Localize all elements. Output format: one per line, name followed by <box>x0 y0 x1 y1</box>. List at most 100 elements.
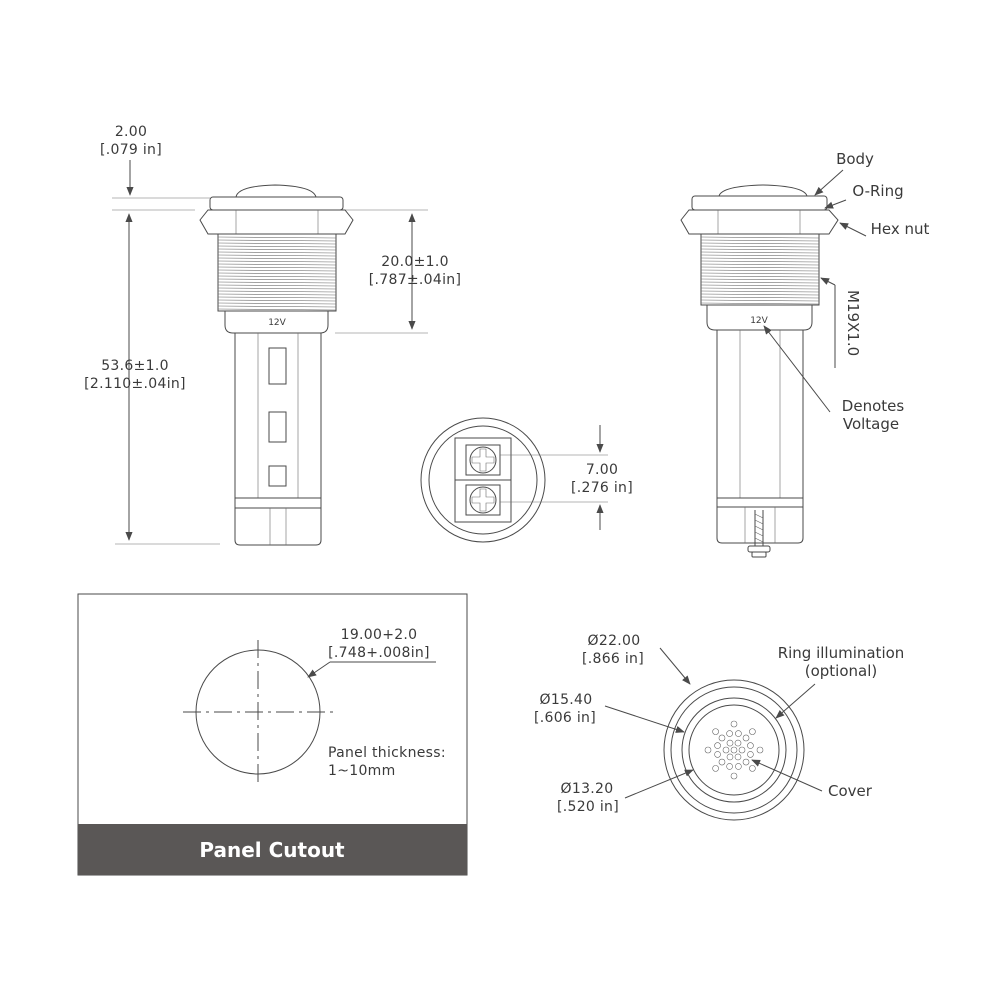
thread-line <box>217 287 337 290</box>
cover-hole <box>726 730 733 737</box>
label-voltage-1: Denotes <box>842 397 905 415</box>
cover-hole <box>742 758 750 766</box>
thread-line <box>217 278 337 281</box>
thread-lines <box>217 236 337 311</box>
cover-hole <box>756 746 764 754</box>
cover-hole <box>734 753 742 761</box>
screw-bottom <box>469 486 497 514</box>
thread-line <box>700 278 820 281</box>
label-thread: M19X1.0 <box>844 290 862 356</box>
thread-line <box>700 287 820 290</box>
front-inner-circle <box>688 704 780 796</box>
inner-dim-in: [.520 in] <box>557 799 619 815</box>
cover-holes <box>704 720 764 780</box>
thread-line <box>217 305 337 308</box>
thread-line <box>217 302 337 305</box>
length-dim-in: [2.110±.04in] <box>84 376 186 392</box>
screw-top <box>469 446 497 474</box>
thread-line <box>700 284 820 287</box>
thread-line <box>217 245 337 248</box>
cover-hole <box>742 734 750 742</box>
thread-line <box>217 239 337 242</box>
thread-line <box>217 272 337 275</box>
cover-label: Cover <box>828 782 873 800</box>
base-r <box>716 506 804 544</box>
thread-line <box>217 254 337 257</box>
label-o-ring: O-Ring <box>852 182 903 200</box>
length-dim-mm: 53.6±1.0 <box>101 358 169 374</box>
leader-body <box>814 169 844 196</box>
cover-hole <box>712 765 719 772</box>
thread-line <box>700 299 820 302</box>
mid-dim-leader <box>604 705 685 733</box>
thread <box>217 233 337 312</box>
ring-illumination-2: (optional) <box>805 662 878 680</box>
ring-illumination-1: Ring illumination <box>778 644 905 662</box>
window-1 <box>268 347 287 385</box>
cover-hole <box>734 739 742 747</box>
outer-dim-in: [.866 in] <box>582 651 644 667</box>
base <box>234 507 322 546</box>
front-ring-outer <box>670 686 798 814</box>
thread-line <box>700 269 820 272</box>
window-2 <box>268 411 287 443</box>
front-outer-circle <box>663 679 805 821</box>
dome-r <box>718 184 808 197</box>
mid-dim-mm: Ø15.40 <box>540 692 593 708</box>
cover-hole <box>726 763 733 770</box>
thread-line <box>700 239 820 242</box>
inner-dim-leader <box>624 769 694 799</box>
flange-r <box>691 195 828 211</box>
hex-nut-r <box>680 209 839 235</box>
thread-line <box>217 299 337 302</box>
flange <box>209 196 344 211</box>
thread-line <box>700 302 820 305</box>
thread-line <box>217 275 337 278</box>
thread-line <box>217 263 337 266</box>
label-voltage-2: Voltage <box>843 415 899 433</box>
thread-line <box>700 242 820 245</box>
leader-hex-nut <box>839 222 867 237</box>
cutout-dim-leader <box>307 661 331 678</box>
thread-line <box>700 290 820 293</box>
cover-hole <box>714 751 721 758</box>
cover-hole <box>730 772 738 780</box>
thread-line <box>217 236 337 239</box>
cover-leader <box>751 759 823 792</box>
thread-line <box>700 236 820 239</box>
rear-outer-circle <box>420 417 546 543</box>
thread-line <box>700 245 820 248</box>
top-dim-mm: 2.00 <box>115 124 147 140</box>
thread-line <box>217 290 337 293</box>
outer-dim-leader <box>659 647 691 685</box>
thread-line <box>700 257 820 260</box>
panel-thickness-label: Panel thickness: <box>328 745 446 761</box>
body-r <box>716 329 804 499</box>
thread-line <box>217 269 337 272</box>
thread-line <box>217 308 337 311</box>
thread-r <box>700 233 820 306</box>
thread-dim-mm: 20.0±1.0 <box>381 254 449 270</box>
rear-view: 7.00 [.276 in] <box>420 417 633 543</box>
thread-line <box>700 254 820 257</box>
thread-dim-in: [.787±.04in] <box>369 272 461 288</box>
rear-dim-mm: 7.00 <box>586 462 618 478</box>
cover-hole <box>730 720 738 728</box>
thread-line <box>700 293 820 296</box>
panel-banner <box>78 824 467 875</box>
cover-hole <box>726 739 734 747</box>
ring-leader <box>775 683 816 719</box>
thread-line <box>217 296 337 299</box>
rear-dim-in: [.276 in] <box>571 480 633 496</box>
cover-hole <box>749 728 756 735</box>
thread-lines-r <box>700 236 820 305</box>
thread-line <box>700 248 820 251</box>
thread-line <box>700 251 820 254</box>
terminal-screw <box>747 510 771 558</box>
thread-line <box>700 296 820 299</box>
cover-hole <box>749 765 756 772</box>
cutout-dim-mm: 19.00+2.0 <box>341 627 418 643</box>
thread-line <box>700 275 820 278</box>
window-3 <box>268 465 287 487</box>
outer-dim-mm: Ø22.00 <box>588 633 641 649</box>
